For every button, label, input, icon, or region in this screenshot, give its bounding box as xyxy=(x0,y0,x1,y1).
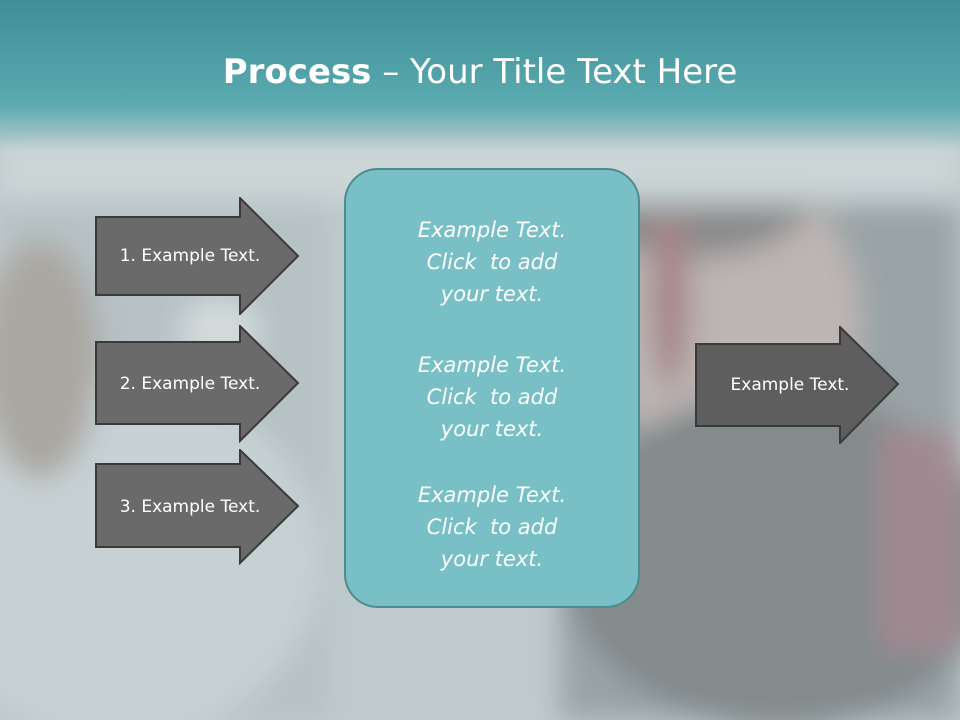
center-block-3: Example Text. Click to add your text. xyxy=(346,479,638,575)
right-arrow-label: Example Text. xyxy=(730,375,850,395)
block-line: Click to add xyxy=(426,515,558,539)
block-line: Click to add xyxy=(426,250,558,274)
block-line: Click to add xyxy=(426,385,558,409)
block-line: Example Text. xyxy=(417,483,567,507)
block-line: Example Text. xyxy=(417,218,567,242)
block-line: your text. xyxy=(440,547,544,571)
title-rest: – Your Title Text Here xyxy=(371,52,738,92)
left-arrow-label: 2. Example Text. xyxy=(119,374,261,394)
left-arrow-label: 3. Example Text. xyxy=(119,497,261,517)
left-arrow-1[interactable]: 1. Example Text. xyxy=(95,197,300,315)
block-line: Example Text. xyxy=(417,353,567,377)
center-block-2: Example Text. Click to add your text. xyxy=(346,349,638,445)
left-arrow-label: 1. Example Text. xyxy=(119,246,261,266)
left-arrow-2[interactable]: 2. Example Text. xyxy=(95,325,300,443)
left-arrow-3[interactable]: 3. Example Text. xyxy=(95,449,300,565)
title-bar xyxy=(0,0,960,150)
block-line: your text. xyxy=(440,282,544,306)
slide-title[interactable]: Process – Your Title Text Here xyxy=(0,52,960,92)
right-arrow[interactable]: Example Text. xyxy=(695,326,900,444)
center-block-1: Example Text. Click to add your text. xyxy=(346,214,638,310)
center-text-box[interactable]: Example Text. Click to add your text. Ex… xyxy=(344,168,640,608)
block-line: your text. xyxy=(440,417,544,441)
title-bold: Process xyxy=(222,52,372,92)
